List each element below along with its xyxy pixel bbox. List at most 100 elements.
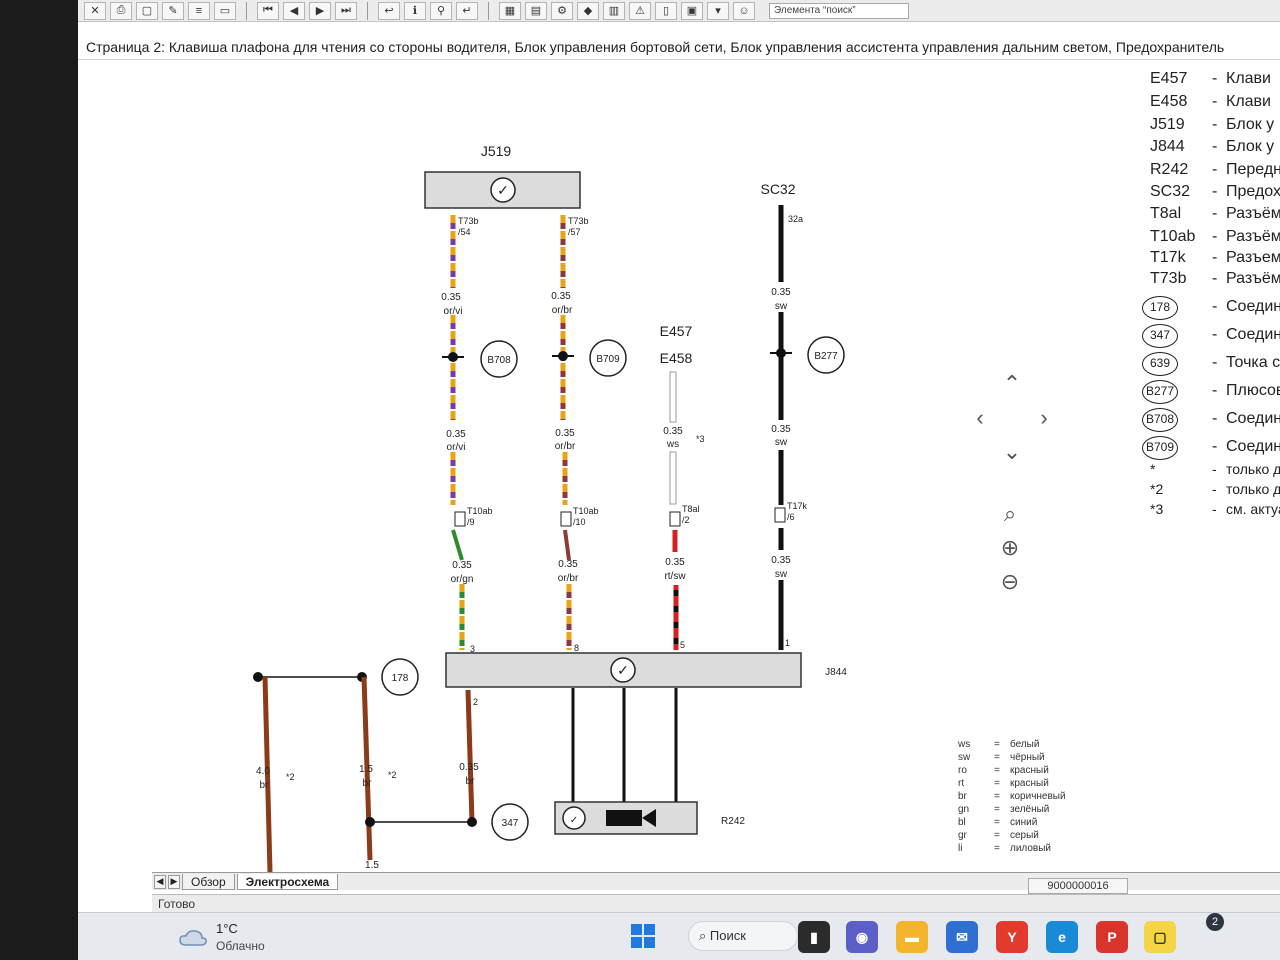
color-code: gr (958, 830, 967, 841)
wire-1-link (451, 529, 464, 561)
info-icon[interactable]: ℹ (404, 1, 426, 20)
warning-icon[interactable]: ⚠ (629, 1, 651, 20)
e457-label: E457 (660, 323, 693, 339)
next-page-icon[interactable]: ▶ (309, 1, 331, 20)
pan-down-icon[interactable]: ⌄ (1002, 439, 1022, 464)
color-name: коричневый (1010, 791, 1066, 802)
pan-left-icon[interactable]: ‹ (976, 405, 984, 430)
print-icon[interactable]: ⎙ (110, 1, 132, 20)
wire-4-top-size: 0.35 (771, 287, 791, 298)
legend-circle-code: B708 (1142, 408, 1178, 432)
task-view-icon[interactable]: ▮ (798, 921, 830, 953)
ground-wire-2[interactable] (361, 676, 373, 861)
tab-schematic[interactable]: Электросхема (236, 873, 339, 890)
file-explorer-icon[interactable]: ▬ (896, 921, 928, 953)
zoom-fit-icon[interactable]: ⌕ (1003, 501, 1017, 526)
wire-4-top-color: sw (775, 301, 788, 312)
legend-desc: Предох (1226, 183, 1280, 200)
prev-page-icon[interactable]: ◀ (283, 1, 305, 20)
save-icon[interactable]: ▣ (681, 1, 703, 20)
ground-wire-1[interactable] (262, 676, 273, 872)
weather-widget[interactable]: 1°C Облачно (178, 919, 298, 955)
pan-up-icon[interactable]: ⌃ (1002, 371, 1022, 396)
wire-1-bottom-size: 0.35 (452, 560, 472, 571)
connector-b708-circle[interactable] (480, 340, 518, 378)
document-icon[interactable]: ▯ (655, 1, 677, 20)
wire-3-top-ws[interactable] (669, 371, 677, 423)
j519-control-unit-icon (490, 177, 516, 203)
taskbar-search[interactable]: ⌕ Поиск (688, 921, 798, 951)
color-equals: = (994, 778, 1000, 789)
legend-desc: Клави (1226, 93, 1271, 110)
legend-dash: - (1212, 116, 1218, 133)
sticky-notes-icon[interactable]: ▢ (1144, 921, 1176, 953)
edge-browser-icon[interactable]: e (1046, 921, 1078, 953)
legend-desc: Разъём (1226, 270, 1280, 287)
ground-wire-3[interactable] (465, 689, 475, 823)
color-equals: = (994, 817, 1000, 828)
table-icon[interactable]: ▤ (525, 1, 547, 20)
legend-circle-code: B277 (1142, 380, 1178, 404)
last-page-icon[interactable]: ⏭ (335, 1, 357, 20)
edit-icon[interactable]: ✎ (162, 1, 184, 20)
wps-presentation-icon[interactable]: P (1096, 921, 1128, 953)
connector-t17k[interactable] (774, 507, 786, 523)
connector-347-circle[interactable] (491, 803, 529, 841)
list-icon[interactable]: ≡ (188, 1, 210, 20)
return-icon[interactable]: ↵ (456, 1, 478, 20)
pin-t10ab-9-a: T10ab (467, 506, 493, 516)
pin-icon[interactable]: ⚲ (430, 1, 452, 20)
grid-icon[interactable]: ▦ (499, 1, 521, 20)
note-star3: *3 (696, 434, 705, 444)
teams-chat-icon[interactable]: ◉ (846, 921, 878, 953)
legend-dash: - (1212, 410, 1218, 427)
wire-2-bottom-color: or/br (558, 573, 579, 584)
connector-178-circle[interactable] (381, 658, 419, 696)
legend-code: E458 (1150, 93, 1188, 110)
close-doc-icon[interactable]: ✕ (84, 1, 106, 20)
filter-icon[interactable]: ▾ (707, 1, 729, 20)
tab-overview[interactable]: Обзор (182, 873, 235, 890)
chart-icon[interactable]: ▥ (603, 1, 625, 20)
legend-circle-code: 639 (1142, 352, 1178, 376)
wire-3-lower-ws[interactable] (669, 451, 677, 505)
connector-b277-circle[interactable] (807, 336, 845, 374)
legend-desc: Разъем (1226, 249, 1280, 266)
tag-icon[interactable]: ◆ (577, 1, 599, 20)
legend-code: T10ab (1150, 228, 1196, 245)
connector-t8al[interactable] (669, 511, 681, 527)
new-doc-icon[interactable]: ▢ (136, 1, 158, 20)
search-input[interactable]: Элемента “поиск” (769, 2, 909, 19)
mail-icon[interactable]: ✉ (946, 921, 978, 953)
back-arrow-icon[interactable]: ↩ (378, 1, 400, 20)
user-icon[interactable]: ☺ (733, 1, 755, 20)
wire-1-bottom-color: or/gn (451, 574, 474, 585)
car-icon[interactable]: ▭ (214, 1, 236, 20)
pan-right-icon[interactable]: › (1040, 405, 1048, 430)
first-page-icon[interactable]: ⏮ (257, 1, 279, 20)
color-equals: = (994, 752, 1000, 763)
camera-icon (606, 810, 642, 826)
zoom-out-icon[interactable]: ⊖ (1000, 569, 1020, 594)
legend-desc: Соедине (1226, 326, 1280, 343)
color-row: ws=белый (958, 738, 1108, 751)
connector-t10ab-10[interactable] (560, 511, 572, 527)
color-code: br (958, 791, 967, 802)
tab-scroll-right-icon[interactable]: ▶ (168, 874, 180, 889)
network-icon[interactable]: ⚙ (551, 1, 573, 20)
connector-t10ab-9[interactable] (454, 511, 466, 527)
windows-start-icon[interactable] (630, 923, 656, 949)
zoom-in-icon[interactable]: ⊕ (1000, 535, 1020, 560)
yandex-browser-icon[interactable]: Y (996, 921, 1028, 953)
wire-2-bottom-size: 0.35 (558, 559, 578, 570)
wiring-diagram[interactable]: .lbl { font-family: "Liberation Sans", s… (78, 60, 1280, 872)
legend-desc: Плюсово (1226, 382, 1280, 399)
color-row: sw=чёрный (958, 751, 1108, 764)
legend-desc: Соедине (1226, 410, 1280, 427)
connector-b709-circle[interactable] (589, 339, 627, 377)
j844-label: J844 (825, 667, 847, 678)
ground-wire-2-size: 1.5 (359, 764, 373, 775)
tab-scroll-left-icon[interactable]: ◀ (154, 874, 166, 889)
pin-t73b-54-a: T73b (458, 216, 479, 226)
wire-4-mid-size: 0.35 (771, 424, 791, 435)
